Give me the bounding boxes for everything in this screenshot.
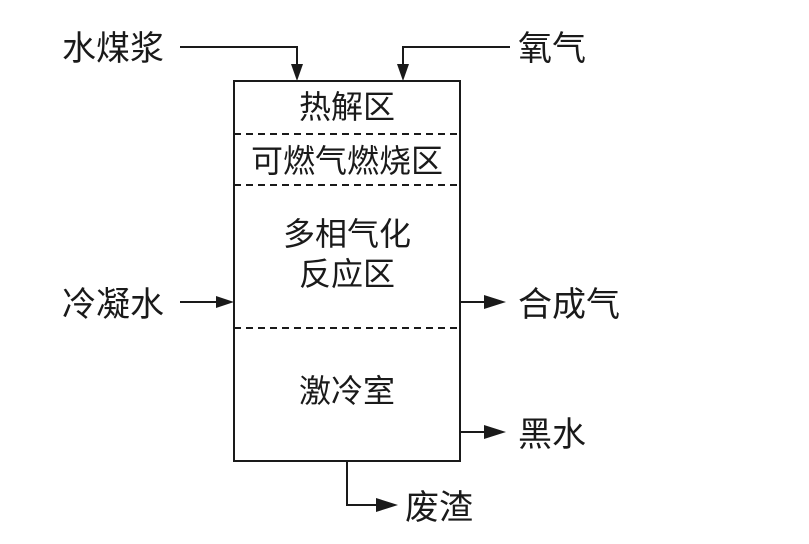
zone-gasification-line2: 反应区 xyxy=(299,255,395,293)
output-slag-label: 废渣 xyxy=(405,488,473,528)
slag-arrow-head xyxy=(376,498,398,512)
slurry-feed-line xyxy=(180,46,298,66)
syngas-arrow-head xyxy=(484,295,506,309)
slag-line xyxy=(346,461,378,506)
oxygen-arrow-head xyxy=(397,64,409,81)
zone-pyrolysis: 热解区 xyxy=(299,88,395,126)
input-slurry-label: 水煤浆 xyxy=(62,29,164,69)
zone-gasification-line1: 多相气化 xyxy=(283,215,411,253)
cooling-water-arrow-head xyxy=(216,296,234,308)
input-cooling-water-label: 冷凝水 xyxy=(62,285,164,325)
zone-quench: 激冷室 xyxy=(299,372,395,410)
zone-combustion: 可燃气燃烧区 xyxy=(251,142,443,180)
black-water-arrow-head xyxy=(484,425,506,439)
slurry-arrow-head xyxy=(291,64,303,81)
input-oxygen-label: 氧气 xyxy=(518,29,586,69)
oxygen-feed-line xyxy=(402,46,510,66)
output-syngas-label: 合成气 xyxy=(518,285,620,325)
output-black-water-label: 黑水 xyxy=(518,415,586,455)
